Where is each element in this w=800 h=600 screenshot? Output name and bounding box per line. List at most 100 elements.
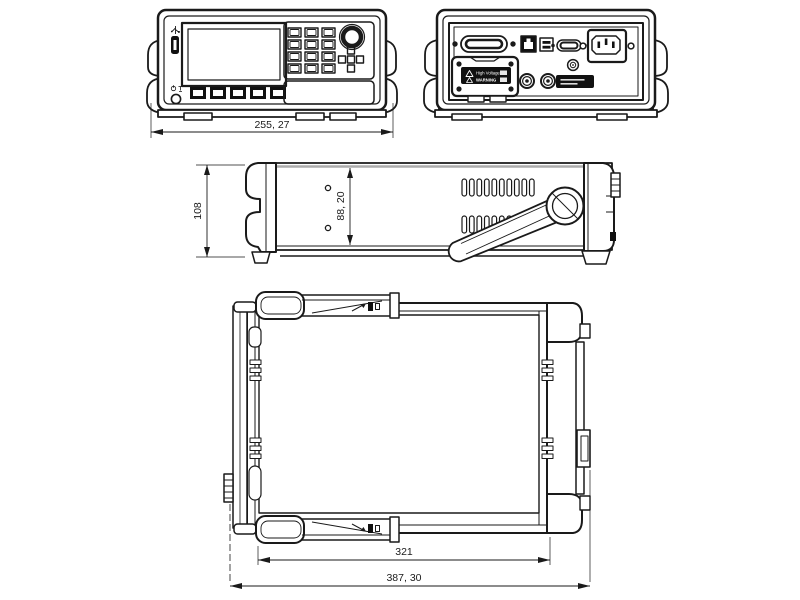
front-bumper-profile <box>245 162 277 264</box>
dim-label-chassis-height: 88, 20 <box>335 191 347 220</box>
vent-slot <box>461 178 468 197</box>
warning-label: High Voltage WARNING <box>461 67 511 84</box>
bumper-wing <box>652 39 668 77</box>
vent-slot <box>498 178 505 197</box>
vent-slot <box>506 178 513 197</box>
handle-pivot-housing <box>389 516 400 543</box>
handle-pivot-housing <box>389 292 400 319</box>
power-icon <box>170 85 177 92</box>
dim-arrow <box>230 583 242 589</box>
dimension-chassis-depth: 321 <box>257 537 551 565</box>
display-bezel <box>180 21 288 88</box>
keypad-key <box>321 51 336 62</box>
foot <box>251 251 271 264</box>
handle-grip-bottom <box>255 515 400 544</box>
vent-slot <box>468 215 475 234</box>
vent-slot <box>528 178 535 197</box>
arrow-keypad <box>337 46 365 73</box>
handle-arm <box>447 194 571 263</box>
arrow-key-down <box>346 64 356 73</box>
keypad-key <box>304 63 319 74</box>
softkeys <box>190 87 286 99</box>
rear-bumper-profile <box>581 162 621 265</box>
vent-slot <box>491 178 498 197</box>
rating-label <box>556 75 594 88</box>
arrow-key-up <box>346 46 356 55</box>
keypad-key <box>287 63 302 74</box>
rear-base <box>434 109 658 121</box>
keypad-key <box>321 39 336 50</box>
keypad-key <box>304 27 319 38</box>
dim-arrow <box>204 247 210 257</box>
foot <box>183 112 213 121</box>
screw <box>510 41 516 47</box>
lan-port <box>520 35 537 53</box>
rear-corner-bumper <box>233 301 257 313</box>
usb-device-port <box>539 37 554 52</box>
screw <box>579 42 587 50</box>
front-base <box>157 109 387 121</box>
bumper-wing <box>652 77 669 114</box>
ac-pin <box>612 41 615 48</box>
dim-label-chassis-depth: 321 <box>395 546 413 558</box>
screw <box>508 61 514 67</box>
dimension-front-width: 255, 27 <box>150 103 394 138</box>
warning-triangle-icon <box>465 70 474 77</box>
cover-panel <box>283 80 375 105</box>
dim-arrow <box>347 235 353 245</box>
rear-side-bumpers <box>423 39 669 114</box>
keypad-key <box>321 27 336 38</box>
softkey <box>190 87 206 99</box>
dim-arrow <box>538 557 550 563</box>
softkey <box>270 87 286 99</box>
screw-hole <box>324 224 332 232</box>
front-tab <box>579 495 591 511</box>
front-view: 255, 27 <box>146 8 398 138</box>
rear-panel <box>448 22 644 101</box>
softkey <box>230 87 246 99</box>
vent-slot <box>521 178 528 197</box>
ground-icon <box>178 86 183 92</box>
usb-port <box>171 36 179 54</box>
foot <box>581 250 611 265</box>
gpib-connector <box>452 35 516 53</box>
ac-pin <box>604 38 608 45</box>
softkey <box>250 87 266 99</box>
screw <box>456 86 462 92</box>
arrow-key-left <box>337 55 347 64</box>
bumper-wing <box>424 39 440 77</box>
dimension-side-height: 108 <box>192 164 245 258</box>
screw <box>456 61 462 67</box>
keypad-key <box>304 51 319 62</box>
front-panel-edge <box>575 341 585 495</box>
handle-grip-top <box>255 291 400 320</box>
dim-label-side-height: 108 <box>192 202 204 220</box>
cover-tab <box>467 95 485 103</box>
warning-label-line1: High Voltage <box>476 71 500 76</box>
banana-jack <box>540 73 556 89</box>
rear-connector-ribs <box>610 172 621 198</box>
side-ribs <box>249 359 554 459</box>
dim-arrow <box>258 557 270 563</box>
foot <box>329 112 357 121</box>
keypad <box>287 27 336 74</box>
display-screen <box>187 28 281 81</box>
rotary-knob <box>338 23 366 51</box>
keypad-panel <box>283 21 375 80</box>
front-knob-protrusion <box>576 429 591 468</box>
keypad-key <box>304 39 319 50</box>
ground-screw <box>566 58 580 72</box>
ac-inlet <box>579 28 635 64</box>
dim-arrow <box>151 129 163 135</box>
rear-view: High Voltage WARNING <box>423 8 669 121</box>
cover-tab <box>489 95 507 103</box>
screw-hole <box>324 184 332 192</box>
top-view: 321 387, 30 <box>223 291 591 589</box>
rear-corner-bumper <box>233 523 257 535</box>
side-latches <box>248 326 262 501</box>
dim-label-front-width: 255, 27 <box>254 119 289 131</box>
output-terminals <box>519 73 556 89</box>
warning-label-line2: WARNING <box>476 78 496 83</box>
